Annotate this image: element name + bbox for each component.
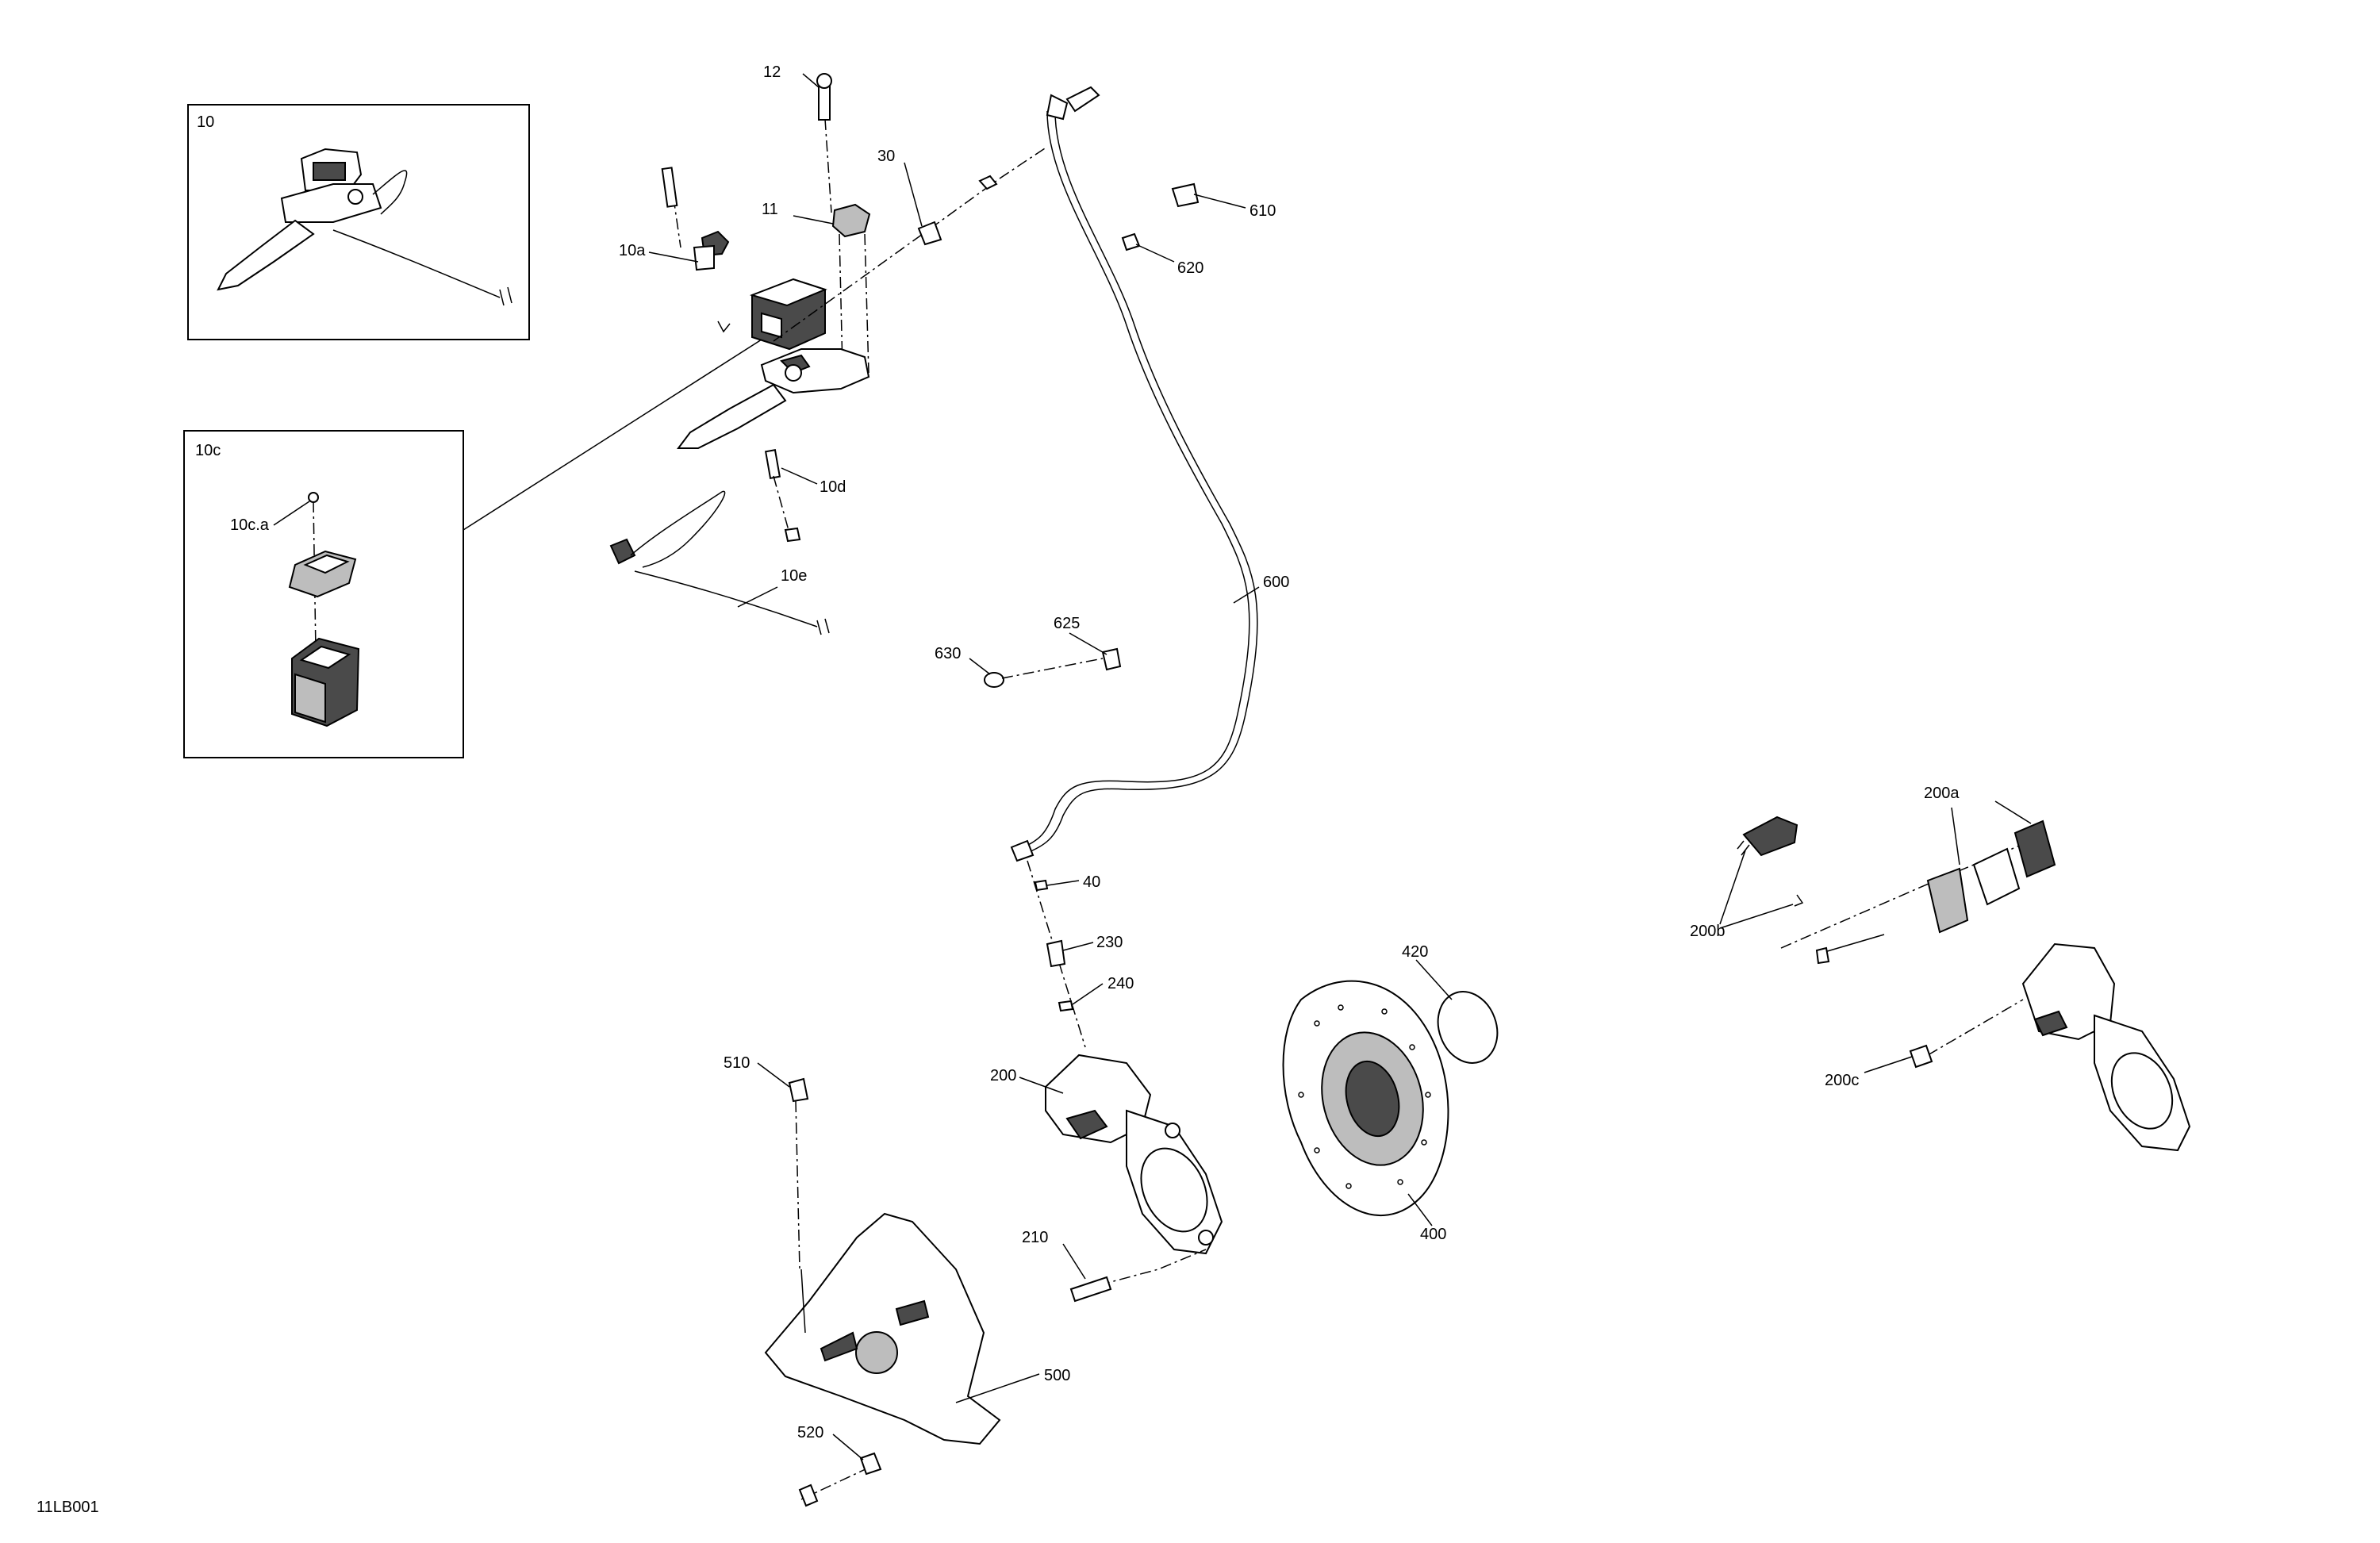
callout-625: 625 bbox=[1054, 615, 1080, 632]
inset-10c-frame bbox=[183, 430, 464, 758]
brake-pad-200a-icon bbox=[1926, 819, 2056, 934]
nut-630-icon bbox=[984, 672, 1004, 688]
master-cylinder-group bbox=[661, 73, 1048, 543]
callout-620: 620 bbox=[1177, 259, 1203, 277]
callouts: 12 30 11 10a 610 620 10d 10e 600 625 630… bbox=[36, 63, 1960, 1516]
clip-625-icon bbox=[1101, 647, 1122, 671]
bolt-510-icon bbox=[788, 1077, 809, 1103]
inset-10-label: 10 bbox=[197, 113, 214, 131]
banjo-bolt-30-icon bbox=[917, 221, 942, 246]
brake-hose-600-icon bbox=[1010, 86, 1258, 862]
callout-10a: 10a bbox=[619, 242, 646, 259]
bolt-10a-icon bbox=[661, 167, 678, 208]
callout-200b: 200b bbox=[1690, 923, 1726, 940]
caliper-detail-icon bbox=[2021, 942, 2191, 1152]
callout-200: 200 bbox=[990, 1067, 1016, 1084]
callout-10e: 10e bbox=[781, 567, 807, 585]
brake-switch-10e-icon bbox=[609, 490, 830, 635]
inset-10-frame bbox=[187, 104, 530, 340]
callout-600: 600 bbox=[1263, 574, 1289, 591]
inset-10c-label: 10c bbox=[195, 442, 221, 459]
banjo-bolt-230-icon bbox=[1046, 939, 1066, 968]
reservoir-icon bbox=[749, 278, 827, 351]
inset-10c: 10c 10c.a bbox=[183, 430, 464, 758]
callout-630: 630 bbox=[935, 645, 961, 662]
washer-40-icon bbox=[1034, 879, 1049, 892]
callout-210: 210 bbox=[1022, 1229, 1048, 1246]
nut-520-icon bbox=[859, 1452, 882, 1476]
master-cylinder-assembly-icon bbox=[217, 148, 512, 306]
clip-610-icon bbox=[1171, 182, 1200, 208]
callout-230: 230 bbox=[1096, 934, 1123, 951]
nut-10d-icon bbox=[784, 527, 801, 543]
leader-lines bbox=[648, 73, 2032, 1460]
master-cylinder-body-icon bbox=[677, 348, 870, 449]
leader-10ca bbox=[273, 501, 310, 526]
callout-10ca: 10c.a bbox=[230, 516, 270, 534]
callout-40: 40 bbox=[1083, 873, 1100, 891]
nut-icon bbox=[798, 1484, 819, 1507]
screw-10ca-icon bbox=[308, 492, 319, 503]
inset-10: 10 bbox=[187, 104, 530, 340]
callout-400: 400 bbox=[1420, 1226, 1446, 1243]
pad-pin-icon bbox=[1824, 934, 1885, 953]
callout-500: 500 bbox=[1044, 1367, 1070, 1384]
nut-620-icon bbox=[1121, 232, 1141, 251]
pin-10d-icon bbox=[764, 449, 781, 479]
brake-pad-spring-icon bbox=[1737, 816, 1798, 857]
bleed-screw-200c-icon bbox=[1909, 1044, 1933, 1069]
callout-11: 11 bbox=[762, 201, 778, 218]
caliper-guard-500-icon bbox=[764, 1212, 1001, 1445]
callout-240: 240 bbox=[1107, 975, 1134, 992]
callout-510: 510 bbox=[724, 1054, 750, 1072]
callout-520: 520 bbox=[797, 1424, 823, 1441]
callout-12: 12 bbox=[763, 63, 781, 81]
reservoir-cover-icon bbox=[288, 550, 357, 598]
callout-10d: 10d bbox=[820, 478, 846, 496]
pin-clip-icon bbox=[1794, 894, 1804, 907]
washer-icon bbox=[978, 175, 998, 190]
callout-610: 610 bbox=[1250, 202, 1276, 220]
drawing-number: 11LB001 bbox=[36, 1499, 99, 1516]
reservoir-icon bbox=[291, 637, 360, 727]
o-ring-420-icon bbox=[1437, 991, 1499, 1064]
inset-10c-connector bbox=[463, 339, 762, 531]
pin-210-icon bbox=[1069, 1276, 1112, 1303]
callout-200c: 200c bbox=[1825, 1072, 1859, 1089]
callout-200a: 200a bbox=[1924, 785, 1960, 802]
washer-240-icon bbox=[1058, 1000, 1074, 1012]
brake-disc-400-icon bbox=[1282, 980, 1449, 1217]
caliper-200-icon bbox=[1045, 1054, 1223, 1255]
callout-30: 30 bbox=[877, 148, 895, 165]
callout-420: 420 bbox=[1402, 943, 1428, 961]
clamp-11-icon bbox=[831, 203, 871, 238]
